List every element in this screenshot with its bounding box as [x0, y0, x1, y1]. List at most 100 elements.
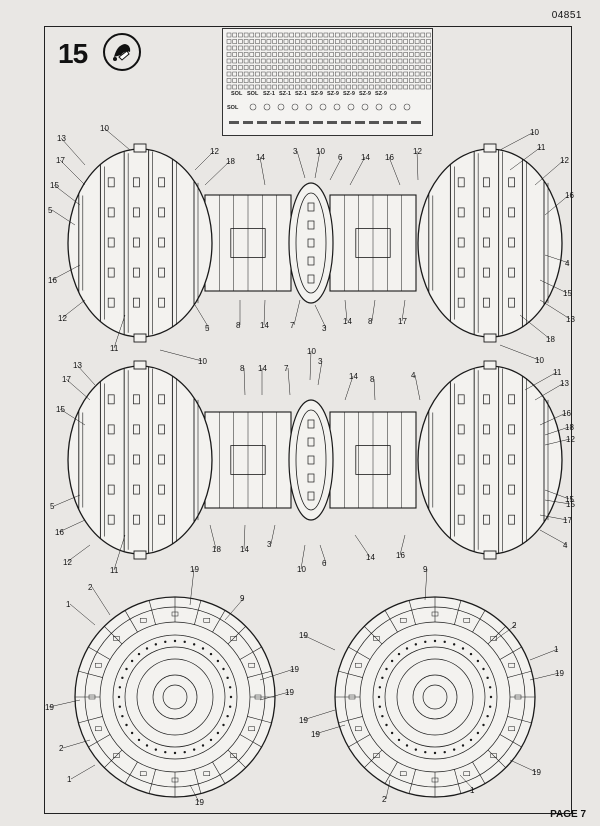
view1-callout: 5: [205, 324, 210, 333]
view1-callout: 10: [316, 147, 325, 156]
view1-callout: 3: [322, 324, 327, 333]
view1-leader-line: [113, 314, 126, 349]
view1-leader-line: [314, 150, 321, 179]
disc-right-callout: 19: [299, 716, 308, 725]
view1-callout: 16: [385, 153, 394, 162]
view1-callout: 5: [48, 206, 53, 215]
view1-callout: 18: [546, 335, 555, 344]
view2-leader-line: [539, 529, 568, 546]
view1-leader-line: [60, 137, 86, 166]
disc-left-callout: 19: [195, 798, 204, 807]
assembly-view-top: [67, 143, 563, 343]
view2-callout: 10: [198, 357, 207, 366]
view1-leader-line: [59, 159, 86, 186]
disc-right-callout: 19: [555, 669, 564, 678]
decal-label: SZ-9: [375, 91, 387, 97]
view1-callout: 14: [260, 321, 269, 330]
view2-leader-line: [544, 438, 571, 446]
view1-callout: 18: [226, 157, 235, 166]
disc-left-callout: 2: [59, 744, 64, 753]
view2-leader-line: [58, 519, 86, 533]
view2-leader-line: [399, 534, 406, 556]
decal-label: SZ-9: [327, 91, 339, 97]
disc-right-leader-line: [494, 624, 517, 641]
disc-left-callout: 19: [190, 565, 199, 574]
view2-leader-line: [539, 514, 568, 521]
view1-leader-line: [401, 299, 406, 322]
disc-left-callout: 2: [88, 583, 93, 592]
view2-leader-line: [287, 367, 291, 396]
view1-callout: 15: [563, 289, 572, 298]
view1-leader-line: [61, 299, 86, 319]
view2-leader-line: [319, 544, 327, 564]
view1-leader-line: [509, 146, 542, 171]
page-number: PAGE 7: [550, 809, 586, 820]
view2-callout: 14: [349, 372, 358, 381]
view2-callout: 16: [396, 551, 405, 560]
view2-callout: 6: [322, 559, 327, 568]
view1-leader-line: [293, 299, 301, 326]
view2-callout: 13: [560, 379, 569, 388]
decal-label: SZ-1: [263, 91, 275, 97]
view2-leader-line: [243, 367, 246, 396]
disc-right-callout: 2: [512, 621, 517, 630]
view1-leader-line: [519, 314, 551, 340]
decal-label: SOL: [231, 91, 243, 97]
disc-left-leader-line: [91, 586, 111, 616]
view1-callout: 8: [368, 317, 373, 326]
view2-leader-line: [524, 371, 558, 391]
view1-leader-line: [544, 254, 570, 264]
decal-label: SZ-9: [343, 91, 355, 97]
decal-side-label: SOL: [227, 105, 239, 111]
view2-callout: 4: [411, 371, 416, 380]
view1-leader-line: [539, 299, 571, 320]
disc-right-leader-line: [302, 709, 336, 721]
view1-callout: 10: [535, 356, 544, 365]
view2-callout: 5: [50, 502, 55, 511]
view1-leader-line: [416, 150, 419, 181]
view1-callout: 11: [537, 143, 546, 152]
view1-leader-line: [53, 184, 81, 206]
view1-callout: 14: [361, 153, 370, 162]
disc-left-leader-line: [259, 691, 290, 701]
disc-left-leader-line: [189, 568, 195, 606]
view1-leader-line: [204, 160, 231, 186]
view2-leader-line: [66, 544, 91, 563]
view1-callout: 3: [293, 147, 298, 156]
view2-leader-line: [354, 534, 371, 558]
view1-leader-line: [103, 127, 131, 151]
view2-leader-line: [317, 360, 323, 386]
disc-left-callout: 1: [66, 600, 71, 609]
disc-left-leader-line: [259, 668, 295, 681]
disc-right-callout: 2: [382, 795, 387, 804]
disc-left-leader-line: [70, 764, 96, 780]
view1-leader-line: [51, 209, 76, 226]
view2-callout: 16: [55, 528, 64, 537]
view1-leader-line: [194, 304, 210, 329]
view1-callout: 10: [530, 128, 539, 137]
disc-left-callout: 9: [240, 594, 245, 603]
view2-leader-line: [53, 494, 81, 507]
view1-leader-line: [194, 150, 215, 171]
view1-leader-line: [263, 299, 266, 326]
view1-callout: 17: [398, 317, 407, 326]
view1-callout: 6: [338, 153, 343, 162]
view2-callout: 18: [565, 423, 574, 432]
view1-leader-line: [499, 344, 540, 361]
view1-callout: 13: [566, 315, 575, 324]
view2-leader-line: [113, 534, 126, 571]
disc-right-leader-line: [509, 759, 537, 773]
view2-callout: 15: [565, 495, 574, 504]
view1-leader-line: [259, 156, 266, 186]
view2-callout: 18: [212, 545, 221, 554]
view2-callout: 16: [562, 409, 571, 418]
disc-right-callout: 1: [470, 786, 475, 795]
view1-leader-line: [344, 299, 348, 322]
disc-right-leader-line: [529, 672, 560, 681]
decal-label: SZ-9: [359, 91, 371, 97]
view1-leader-line: [544, 194, 570, 216]
decal-label: SZ-9: [311, 91, 323, 97]
view2-callout: 8: [370, 375, 375, 384]
view2-callout: 7: [284, 364, 289, 373]
